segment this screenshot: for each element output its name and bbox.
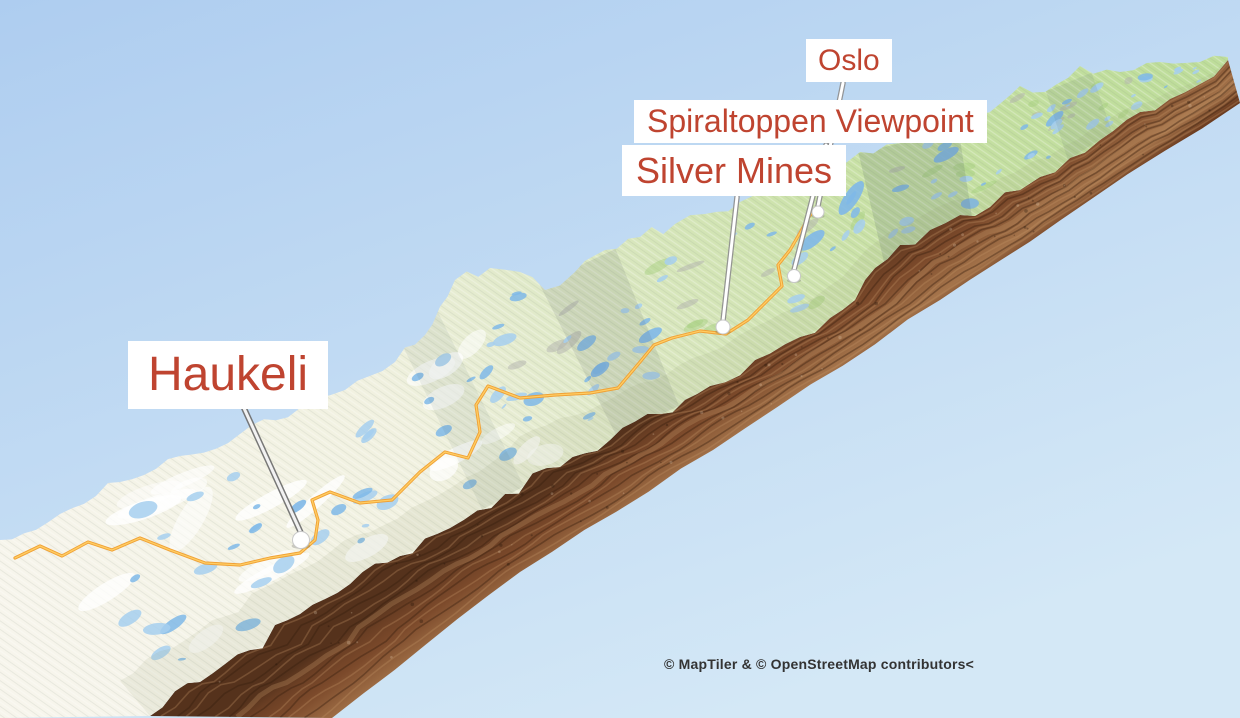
marker-oslo[interactable] — [811, 205, 825, 219]
terrain-cliff-face — [150, 60, 1240, 718]
leader-line-silver-mines — [720, 194, 740, 324]
marker-haukeli[interactable] — [291, 531, 311, 549]
map-label-haukeli: Haukeli — [128, 341, 329, 409]
map-attribution[interactable]: © MapTiler & © OpenStreetMap contributor… — [664, 656, 974, 672]
marker-silver-mines[interactable] — [715, 319, 731, 335]
leader-line-haukeli — [240, 403, 304, 536]
map-label-oslo: Oslo — [806, 39, 892, 82]
map-label-silver-mines: Silver Mines — [622, 145, 847, 196]
cliff-strata — [160, 61, 1240, 718]
map-label-spiraltoppen-viewpoint: Spiraltoppen Viewpoint — [634, 100, 987, 143]
marker-spiraltoppen[interactable] — [786, 269, 802, 283]
